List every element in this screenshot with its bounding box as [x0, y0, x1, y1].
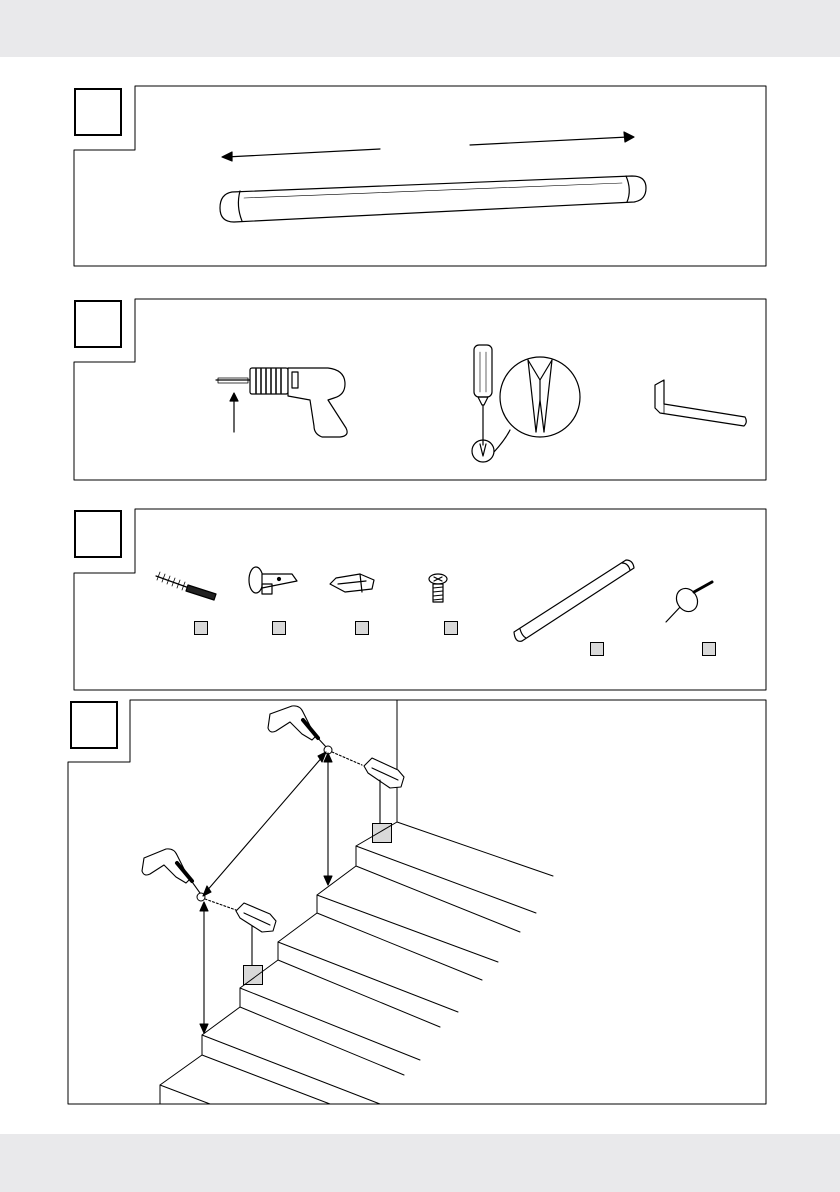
screwdriver-icon — [472, 345, 494, 462]
wood-screw-icon — [156, 572, 216, 600]
upper-drill-icon — [268, 706, 327, 748]
lower-drill-icon — [142, 849, 200, 893]
small-screw-icon — [429, 574, 447, 602]
wall-plug-icon — [330, 574, 374, 592]
allen-key-icon — [655, 380, 746, 426]
right-arrow-icon — [470, 132, 634, 145]
handrail-icon — [220, 176, 646, 222]
left-arrow-icon — [222, 149, 380, 161]
lower-wall-plug-icon — [205, 899, 276, 965]
step-3-frame — [74, 509, 766, 690]
step-4-frame — [68, 700, 766, 1104]
drill-icon — [216, 368, 347, 437]
dimension-arrow-icon — [200, 752, 332, 1033]
end-cap-icon — [666, 582, 712, 622]
staircase-icon — [160, 822, 553, 1104]
upper-wall-plug-icon — [332, 752, 404, 823]
step-1-frame — [74, 86, 766, 266]
phillips-bit-magnifier-icon — [494, 357, 580, 452]
bracket-icon — [249, 567, 297, 594]
step-3-handrail-icon — [514, 560, 634, 641]
